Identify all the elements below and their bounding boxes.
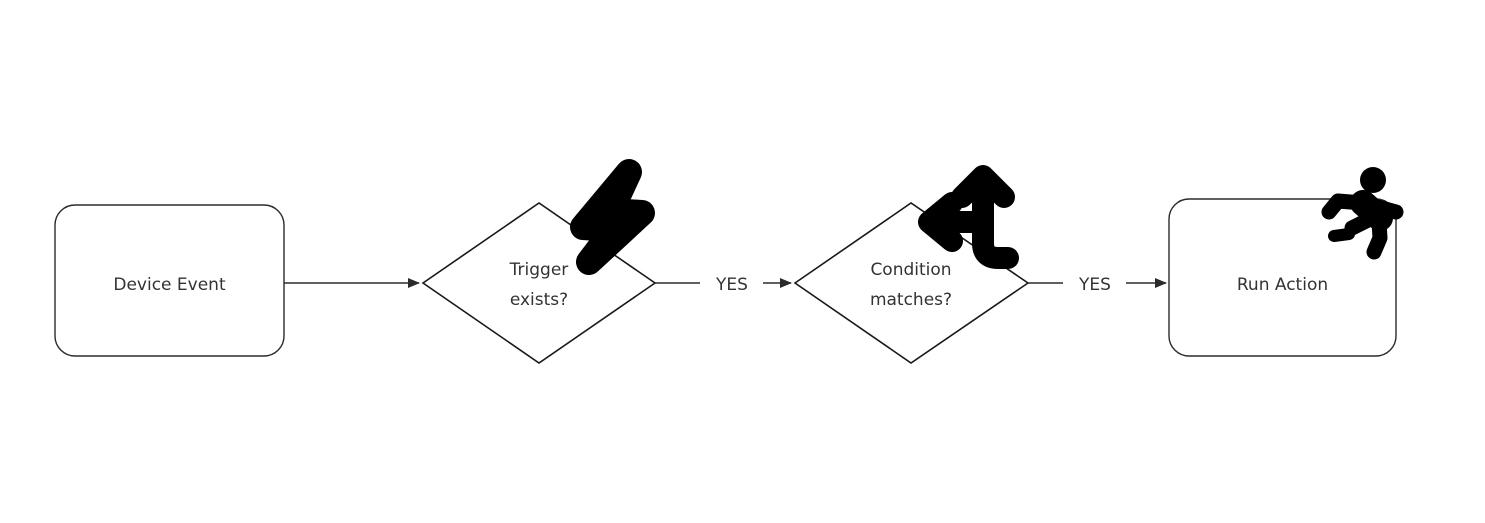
edge-label-yes-2: YES xyxy=(1078,275,1111,295)
trigger-exists-label-line1: Trigger xyxy=(509,260,569,280)
condition-matches-label-line2: matches? xyxy=(870,290,952,310)
edge-trigger-to-condition: YES xyxy=(655,275,792,295)
node-condition-matches[interactable]: Condition matches? xyxy=(793,165,1030,364)
device-event-label: Device Event xyxy=(113,275,226,295)
trigger-exists-label-line2: exists? xyxy=(510,290,568,310)
condition-matches-label-line1: Condition xyxy=(870,260,951,280)
node-run-action[interactable]: Run Action xyxy=(1168,167,1404,357)
device-event-box[interactable] xyxy=(54,204,285,357)
node-trigger-exists[interactable]: Trigger exists? xyxy=(421,159,657,364)
run-action-label: Run Action xyxy=(1237,275,1328,295)
edge-label-yes-1: YES xyxy=(715,275,748,295)
lightning-bolt-icon xyxy=(570,159,655,275)
trigger-exists-diamond-top-edges xyxy=(422,202,656,284)
edge-condition-to-action: YES xyxy=(1028,275,1167,295)
branch-fork-arrow-icon xyxy=(918,165,1019,269)
node-device-event[interactable]: Device Event xyxy=(54,204,285,357)
running-person-icon xyxy=(1321,167,1404,260)
